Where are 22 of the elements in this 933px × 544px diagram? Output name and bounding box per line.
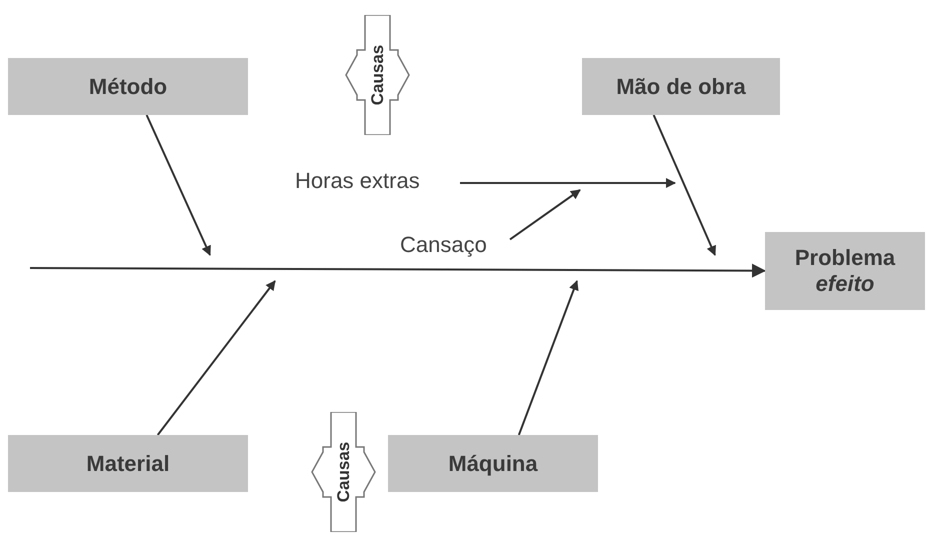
cause-text: Horas extras <box>295 168 460 198</box>
category-box <box>8 58 248 115</box>
box-subtitle: efeito <box>816 271 874 297</box>
category-box <box>582 58 780 115</box>
box-label: Método <box>88 74 168 100</box>
spine-arrow <box>30 264 766 278</box>
vertical-label: Causas <box>368 44 388 106</box>
box-label: Material <box>86 450 170 476</box>
category-box <box>388 435 598 492</box>
vertical-label: Causas <box>334 442 354 502</box>
arrow <box>156 280 276 436</box>
arrow <box>518 280 578 436</box>
box-label: Mão de obra <box>616 74 746 100</box>
arrow <box>460 178 676 188</box>
arrow <box>509 189 581 240</box>
box-label: Problema <box>794 245 896 271</box>
category-box <box>8 435 248 492</box>
cause-text: Cansaço <box>400 232 510 262</box>
arrow <box>146 114 211 256</box>
effect-box <box>765 232 925 310</box>
box-label: Máquina <box>448 450 538 476</box>
arrow <box>652 114 716 256</box>
